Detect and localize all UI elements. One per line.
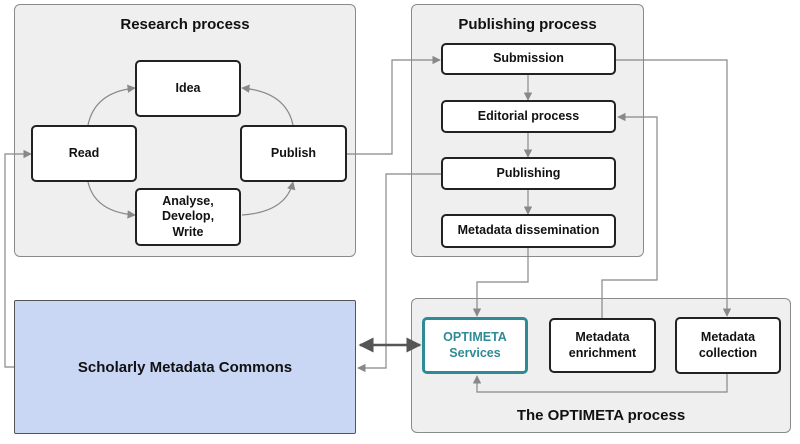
research-process-title: Research process <box>120 16 250 33</box>
scholarly-metadata-commons[interactable]: Scholarly Metadata Commons <box>14 300 356 434</box>
node-read[interactable]: Read <box>31 125 137 182</box>
node-publishing[interactable]: Publishing <box>441 157 616 190</box>
node-metadata-dissemination[interactable]: Metadata dissemination <box>441 214 616 248</box>
optimeta-process-title: The OPTIMETA process <box>516 407 686 424</box>
node-publish[interactable]: Publish <box>240 125 347 182</box>
node-metadata-enrichment[interactable]: Metadata enrichment <box>549 318 656 373</box>
node-editorial-process[interactable]: Editorial process <box>441 100 616 133</box>
node-analyse-develop-write[interactable]: Analyse, Develop, Write <box>135 188 241 246</box>
node-optimeta-services[interactable]: OPTIMETA Services <box>422 317 528 374</box>
node-submission[interactable]: Submission <box>441 43 616 75</box>
node-idea[interactable]: Idea <box>135 60 241 117</box>
node-metadata-collection[interactable]: Metadata collection <box>675 317 781 374</box>
publishing-process-title: Publishing process <box>458 16 597 33</box>
scholarly-metadata-commons-label: Scholarly Metadata Commons <box>77 358 293 376</box>
